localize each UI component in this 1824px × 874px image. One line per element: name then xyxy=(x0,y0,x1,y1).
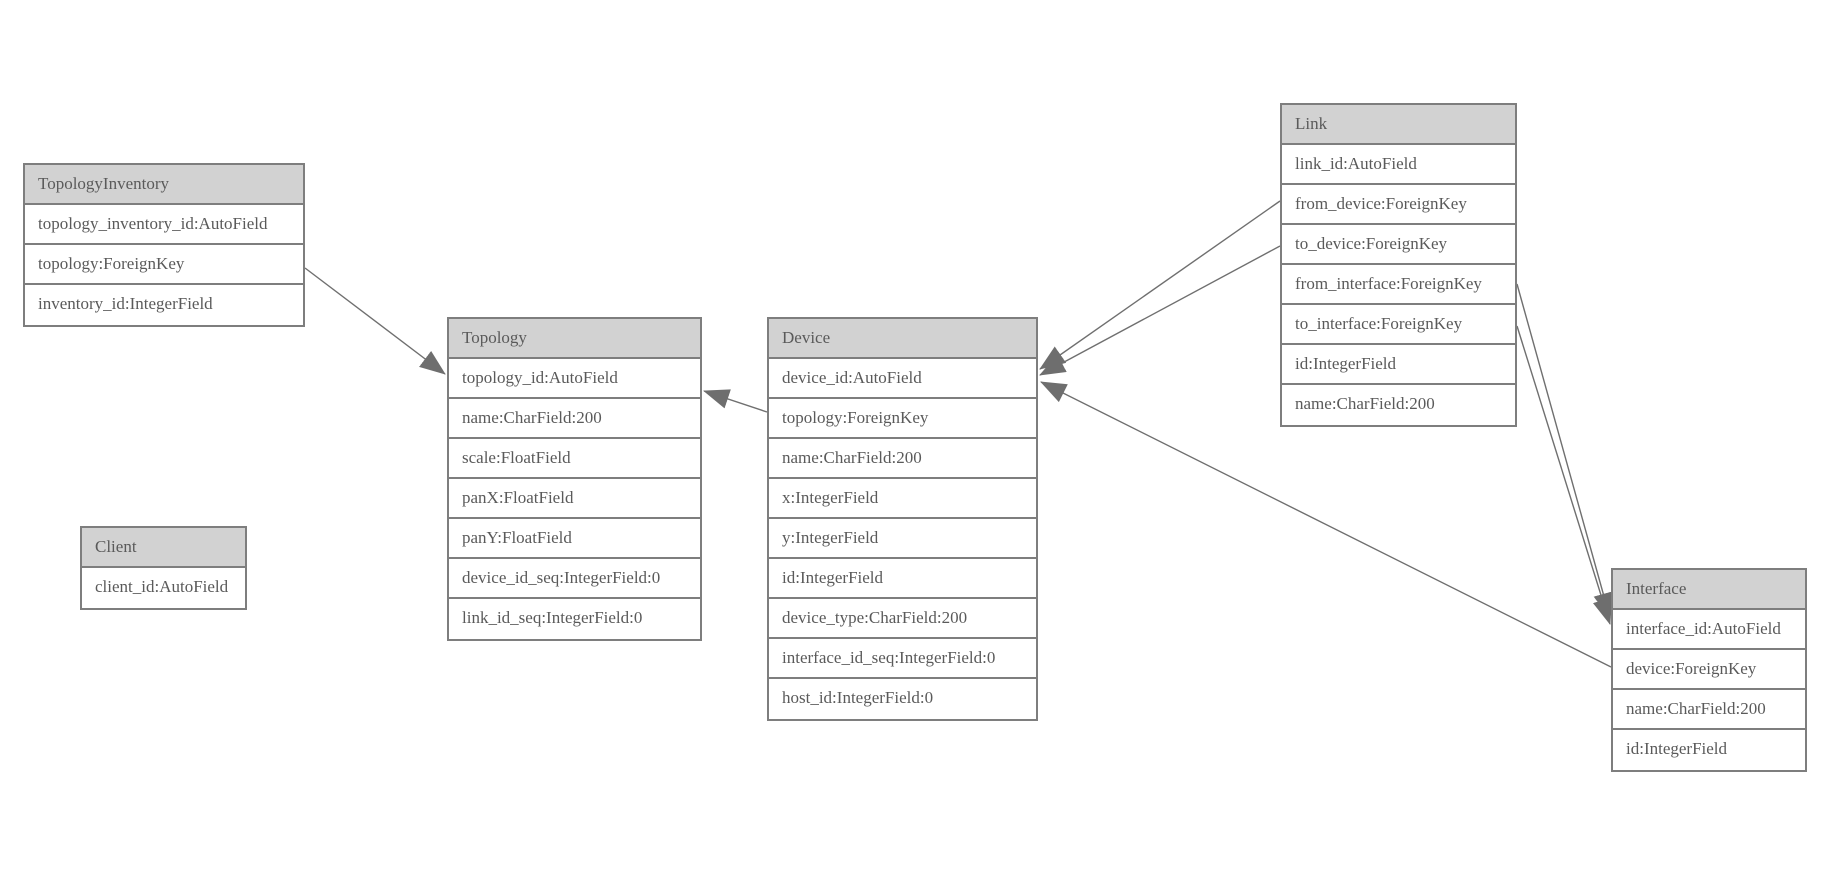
entity-title-device: Device xyxy=(769,319,1036,359)
entity-title-topology-inventory: TopologyInventory xyxy=(25,165,303,205)
field-row-client: client_id:AutoField xyxy=(82,568,245,608)
field-row-device: y:IntegerField xyxy=(769,519,1036,559)
field-row-device: id:IntegerField xyxy=(769,559,1036,599)
field-row-device: interface_id_seq:IntegerField:0 xyxy=(769,639,1036,679)
field-row-topology: device_id_seq:IntegerField:0 xyxy=(449,559,700,599)
field-row-link: from_device:ForeignKey xyxy=(1282,185,1515,225)
field-row-topology-inventory: topology_inventory_id:AutoField xyxy=(25,205,303,245)
field-row-topology: topology_id:AutoField xyxy=(449,359,700,399)
entity-title-client: Client xyxy=(82,528,245,568)
relationship-line-link-from-interface-interface xyxy=(1516,283,1613,619)
field-row-interface: interface_id:AutoField xyxy=(1613,610,1805,650)
field-row-topology: link_id_seq:IntegerField:0 xyxy=(449,599,700,639)
field-row-interface: id:IntegerField xyxy=(1613,730,1805,770)
field-row-topology: panY:FloatField xyxy=(449,519,700,559)
field-row-device: device_type:CharField:200 xyxy=(769,599,1036,639)
field-row-interface: name:CharField:200 xyxy=(1613,690,1805,730)
entity-title-interface: Interface xyxy=(1613,570,1805,610)
relationship-line-topologyinventory-topology xyxy=(304,267,446,375)
field-row-device: host_id:IntegerField:0 xyxy=(769,679,1036,719)
field-row-topology: scale:FloatField xyxy=(449,439,700,479)
field-row-link: to_interface:ForeignKey xyxy=(1282,305,1515,345)
field-row-link: to_device:ForeignKey xyxy=(1282,225,1515,265)
field-row-link: link_id:AutoField xyxy=(1282,145,1515,185)
field-row-link: from_interface:ForeignKey xyxy=(1282,265,1515,305)
field-row-topology: name:CharField:200 xyxy=(449,399,700,439)
field-row-link: id:IntegerField xyxy=(1282,345,1515,385)
field-row-topology: panX:FloatField xyxy=(449,479,700,519)
entity-title-link: Link xyxy=(1282,105,1515,145)
relationship-line-link-to-interface-interface xyxy=(1516,325,1613,625)
entity-box-topology-inventory[interactable]: TopologyInventory topology_inventory_id:… xyxy=(23,163,305,327)
field-row-device: name:CharField:200 xyxy=(769,439,1036,479)
field-row-topology-inventory: inventory_id:IntegerField xyxy=(25,285,303,325)
field-row-interface: device:ForeignKey xyxy=(1613,650,1805,690)
relationship-line-link-from-device-device xyxy=(1039,200,1281,370)
entity-title-topology: Topology xyxy=(449,319,700,359)
field-row-link: name:CharField:200 xyxy=(1282,385,1515,425)
entity-box-client[interactable]: Client client_id:AutoField xyxy=(80,526,247,610)
field-row-device: device_id:AutoField xyxy=(769,359,1036,399)
relationship-line-device-topology xyxy=(703,389,768,413)
field-row-device: topology:ForeignKey xyxy=(769,399,1036,439)
field-row-device: x:IntegerField xyxy=(769,479,1036,519)
field-row-topology-inventory: topology:ForeignKey xyxy=(25,245,303,285)
relationship-line-link-to-device-device xyxy=(1039,245,1281,376)
